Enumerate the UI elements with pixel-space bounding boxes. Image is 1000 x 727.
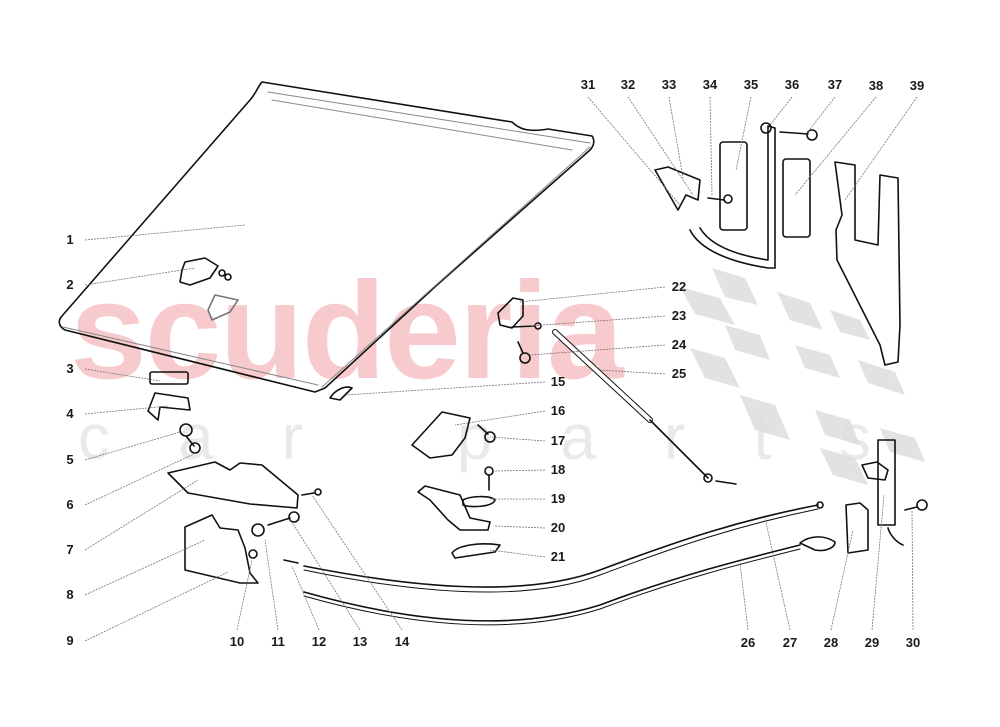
part-callout-14: 14	[394, 634, 410, 649]
part-callout-17: 17	[550, 433, 566, 448]
part-callout-9: 9	[66, 633, 74, 648]
buffer-38	[782, 158, 811, 238]
part-callout-34: 34	[702, 77, 718, 92]
release-cable-27	[303, 504, 819, 588]
part-callout-8: 8	[66, 587, 74, 602]
part-callout-27: 27	[782, 635, 798, 650]
part-callout-39: 39	[909, 78, 925, 93]
part-callout-24: 24	[671, 337, 687, 352]
part-callout-26: 26	[740, 635, 756, 650]
part-callout-3: 3	[66, 361, 74, 376]
part-callout-35: 35	[743, 77, 759, 92]
part-callout-19: 19	[550, 491, 566, 506]
part-callout-10: 10	[229, 634, 245, 649]
part-callout-13: 13	[352, 634, 368, 649]
emblem	[179, 257, 219, 286]
part-callout-15: 15	[550, 374, 566, 389]
part-callout-11: 11	[271, 634, 285, 649]
part-callout-22: 22	[671, 279, 687, 294]
checker-flag-watermark	[680, 268, 925, 485]
part-callout-29: 29	[864, 635, 880, 650]
buffer-35	[719, 141, 748, 231]
part-callout-32: 32	[620, 77, 636, 92]
part-callout-20: 20	[550, 520, 566, 535]
part-callout-33: 33	[661, 77, 677, 92]
part-callout-37: 37	[827, 77, 843, 92]
part-callout-30: 30	[905, 635, 921, 650]
part-callout-28: 28	[823, 635, 839, 650]
part-callout-4: 4	[66, 406, 74, 421]
part-callout-36: 36	[784, 77, 800, 92]
part-callout-2: 2	[66, 277, 74, 292]
part-callout-38: 38	[868, 78, 884, 93]
part-callout-7: 7	[66, 542, 74, 557]
part-callout-25: 25	[671, 366, 687, 381]
release-cable-26	[303, 544, 801, 622]
part-callout-21: 21	[550, 549, 566, 564]
part-callout-31: 31	[580, 77, 596, 92]
part-callout-16: 16	[550, 403, 566, 418]
hood-panel	[58, 81, 595, 393]
hinge-cover-39	[834, 161, 901, 366]
part-callout-23: 23	[671, 308, 687, 323]
part-callout-5: 5	[66, 452, 74, 467]
part-callout-1: 1	[66, 232, 74, 247]
part-callout-18: 18	[550, 462, 566, 477]
part-callout-6: 6	[66, 497, 74, 512]
part-callout-12: 12	[311, 634, 327, 649]
